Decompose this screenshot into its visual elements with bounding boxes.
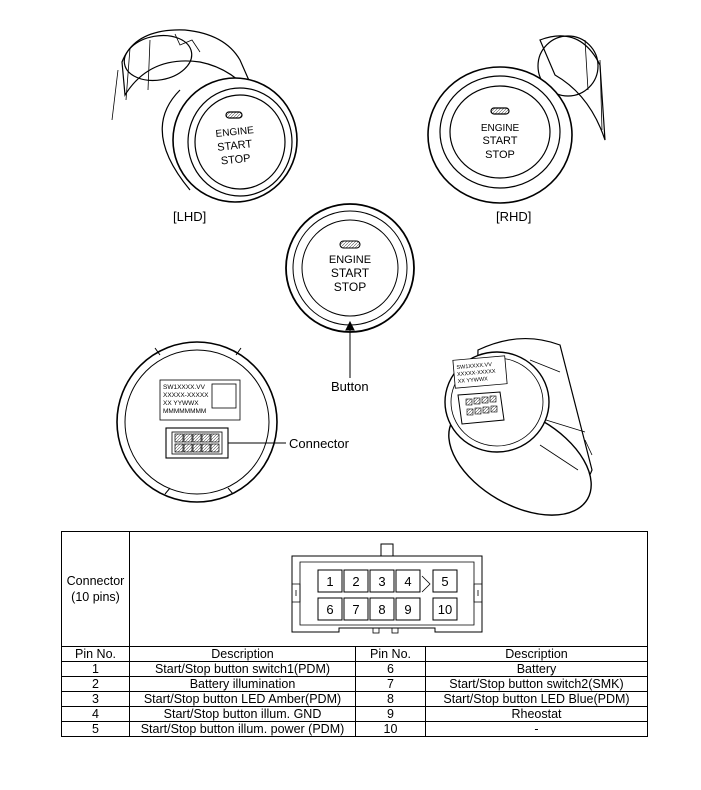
rear-sticker-line-3: XX YYWWX [163, 400, 199, 407]
pin-description: Start/Stop button illum. GND [129, 706, 356, 722]
table-row: 2 Battery illumination 7 Start/Stop butt… [61, 676, 648, 692]
header-description-right: Description [425, 646, 648, 662]
rear-perspective-illustration [444, 338, 593, 516]
header-pin-no-left: Pin No. [61, 646, 130, 662]
pin-label-3: 3 [378, 574, 385, 589]
table-row: 5 Start/Stop button illum. power (PDM) 1… [61, 721, 648, 737]
header-pin-no-right: Pin No. [355, 646, 426, 662]
lhd-switch-illustration [111, 29, 298, 203]
header-description-left: Description [129, 646, 356, 662]
pin-number: 3 [61, 691, 130, 707]
illustration-canvas: ENGINE START STOP ENGINE START STOP ENGI… [111, 29, 606, 516]
pin-box-3 [369, 569, 395, 593]
pin-label-7: 7 [352, 602, 359, 617]
persp-sticker-line-1: SW1XXXX.VV [456, 362, 492, 371]
pin-number: 6 [355, 661, 426, 677]
persp-sticker-line-2: XXXXX-XXXXX [457, 369, 496, 378]
button-label: Button [331, 379, 369, 394]
pin-number: 7 [355, 676, 426, 692]
rhd-label: [RHD] [496, 209, 532, 224]
pin-description: Battery illumination [129, 676, 356, 692]
pin-label-4: 4 [404, 574, 411, 589]
lhd-engine-text: ENGINE [215, 125, 255, 140]
pin-description: Start/Stop button switch1(PDM) [129, 661, 356, 677]
pin-number: 9 [355, 706, 426, 722]
rhd-start-text: START [482, 135, 517, 147]
lhd-stop-text: STOP [220, 152, 251, 167]
pin-number: 2 [61, 676, 130, 692]
connector-pinout-diagram: 1 2 3 4 5 6 7 8 9 10 [291, 543, 483, 634]
lhd-label: [LHD] [173, 209, 207, 224]
pin-box-6 [317, 597, 343, 621]
rhd-switch-illustration [427, 35, 606, 204]
pin-number: 10 [355, 721, 426, 737]
pin-box-5 [432, 569, 458, 593]
component-figure: ENGINE START STOP ENGINE START STOP ENGI… [111, 29, 606, 516]
pin-box-10 [432, 597, 458, 621]
lhd-start-text: START [217, 138, 253, 154]
pin-label-8: 8 [378, 602, 385, 617]
pin-number: 4 [61, 706, 130, 722]
table-row: 1 Start/Stop button switch1(PDM) 6 Batte… [61, 661, 648, 677]
pin-box-2 [343, 569, 369, 593]
front-start-text: START [331, 266, 370, 280]
pin-number: 1 [61, 661, 130, 677]
rear-view-illustration [116, 341, 286, 503]
connector-pin-table: Connector (10 pins) [61, 531, 648, 737]
connector-label: Connector [289, 436, 349, 451]
connector-diagram-row: Connector (10 pins) [61, 531, 648, 647]
pin-description: Rheostat [425, 706, 648, 722]
pin-box-8 [369, 597, 395, 621]
pin-description: Start/Stop button LED Blue(PDM) [425, 691, 648, 707]
pin-description: Start/Stop button illum. power (PDM) [129, 721, 356, 737]
pin-description: Start/Stop button LED Amber(PDM) [129, 691, 356, 707]
front-button-illustration [285, 203, 415, 378]
connector-diagram-cell: 1 2 3 4 5 6 7 8 9 10 [129, 531, 648, 647]
pin-number: 5 [61, 721, 130, 737]
pin-description: Battery [425, 661, 648, 677]
pin-label-2: 2 [352, 574, 359, 589]
pin-label-10: 10 [438, 602, 452, 617]
rhd-stop-text: STOP [485, 149, 515, 161]
rhd-engine-text: ENGINE [481, 123, 520, 134]
table-row: 4 Start/Stop button illum. GND 9 Rheosta… [61, 706, 648, 722]
pin-box-1 [317, 569, 343, 593]
front-engine-text: ENGINE [329, 254, 371, 266]
pin-number: 8 [355, 691, 426, 707]
pin-label-6: 6 [326, 602, 333, 617]
pin-box-7 [343, 597, 369, 621]
pin-box-9 [395, 597, 421, 621]
pin-description: Start/Stop button switch2(SMK) [425, 676, 648, 692]
connector-name-line-1: Connector [66, 574, 125, 588]
front-stop-text: STOP [334, 280, 366, 294]
pin-label-5: 5 [441, 574, 448, 589]
persp-sticker-line-3: XX YYWWX [458, 376, 489, 385]
connector-name-cell: Connector (10 pins) [61, 531, 130, 647]
pin-label-1: 1 [326, 574, 333, 589]
rear-sticker-line-1: SW1XXXX.VV [163, 384, 206, 391]
rear-sticker-line-4: MMMMMMMM [163, 408, 206, 415]
pin-label-9: 9 [404, 602, 411, 617]
table-row: 3 Start/Stop button LED Amber(PDM) 8 Sta… [61, 691, 648, 707]
table-header-row: Pin No. Description Pin No. Description [61, 646, 648, 662]
connector-name-line-2: (10 pins) [71, 590, 120, 604]
pin-description: - [425, 721, 648, 737]
rear-sticker-line-2: XXXXX-XXXXX [163, 392, 209, 399]
pin-box-4 [395, 569, 421, 593]
